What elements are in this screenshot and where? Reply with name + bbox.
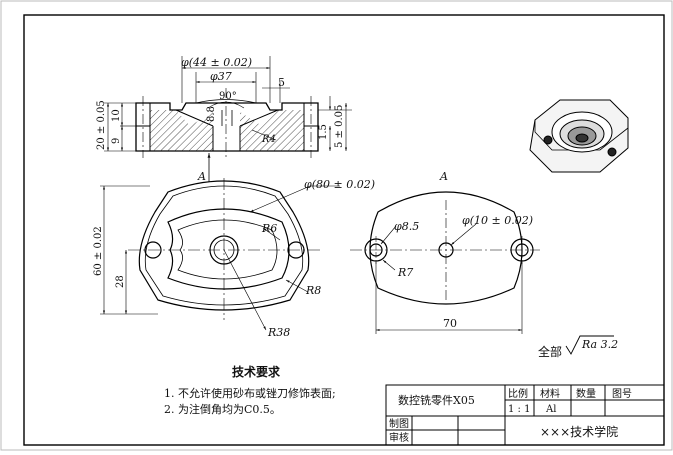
- dim-angle: 90°: [219, 91, 237, 102]
- dim-r6: R6: [261, 222, 277, 235]
- dim-height-10: 10: [111, 109, 122, 122]
- section-view: [104, 56, 352, 182]
- title-col-scale: 比例: [508, 387, 528, 400]
- dim-dia-80: φ(80 ± 0.02): [304, 178, 375, 191]
- surface-finish-prefix: 全部: [538, 344, 562, 359]
- title-school: ×××技术学院: [540, 424, 618, 439]
- view-a-label: A: [439, 170, 448, 183]
- title-block: [385, 384, 665, 446]
- dim-dia-outer: φ(44 ± 0.02): [181, 56, 252, 69]
- dim-r8: R8: [305, 284, 321, 297]
- title-material-value: Al: [545, 404, 556, 415]
- tech-req-item-1: 1. 不允许使用砂布或锉刀修饰表面;: [164, 386, 336, 400]
- dim-height-9: 9: [111, 138, 122, 144]
- isometric-view: [529, 99, 629, 173]
- dim-r38: R38: [267, 326, 290, 339]
- title-drawn-label: 制图: [389, 417, 409, 430]
- drawing-frame: [23, 14, 665, 446]
- dim-depth-15: 1.5: [318, 124, 329, 140]
- dim-height-20: 20 ± 0.05: [96, 100, 107, 150]
- dim-dia-inner: φ37: [210, 70, 232, 83]
- title-col-qty: 数量: [576, 387, 596, 400]
- dim-height-60: 60 ± 0.02: [93, 226, 104, 276]
- dim-depth-88: 8.8: [206, 106, 217, 122]
- title-col-drawing-no: 图号: [612, 388, 632, 400]
- title-col-material: 材料: [540, 387, 560, 400]
- dim-r7: R7: [397, 266, 413, 279]
- dim-width-5: 5: [278, 76, 285, 89]
- dim-height-28: 28: [115, 275, 126, 288]
- plan-view: [100, 178, 340, 331]
- title-part-name: 数控铣零件X05: [398, 393, 475, 407]
- dim-width-70: 70: [443, 317, 457, 330]
- view-a: [350, 191, 540, 334]
- title-checked-label: 审核: [389, 431, 409, 444]
- dim-dia-10: φ(10 ± 0.02): [462, 214, 533, 227]
- tech-req-title: 技术要求: [232, 364, 281, 379]
- tech-req-item-2: 2. 为注倒角均为C0.5。: [164, 402, 281, 416]
- dim-r4: R4: [261, 134, 276, 145]
- dim-dia-85: φ8.5: [394, 220, 419, 233]
- surface-finish-symbol: [565, 335, 614, 355]
- view-arrow-label: A: [197, 170, 206, 183]
- dim-depth-5: 5 ± 0.05: [334, 105, 345, 148]
- title-scale-value: 1 : 1: [508, 404, 530, 415]
- surface-finish-value: Ra 3.2: [581, 338, 618, 351]
